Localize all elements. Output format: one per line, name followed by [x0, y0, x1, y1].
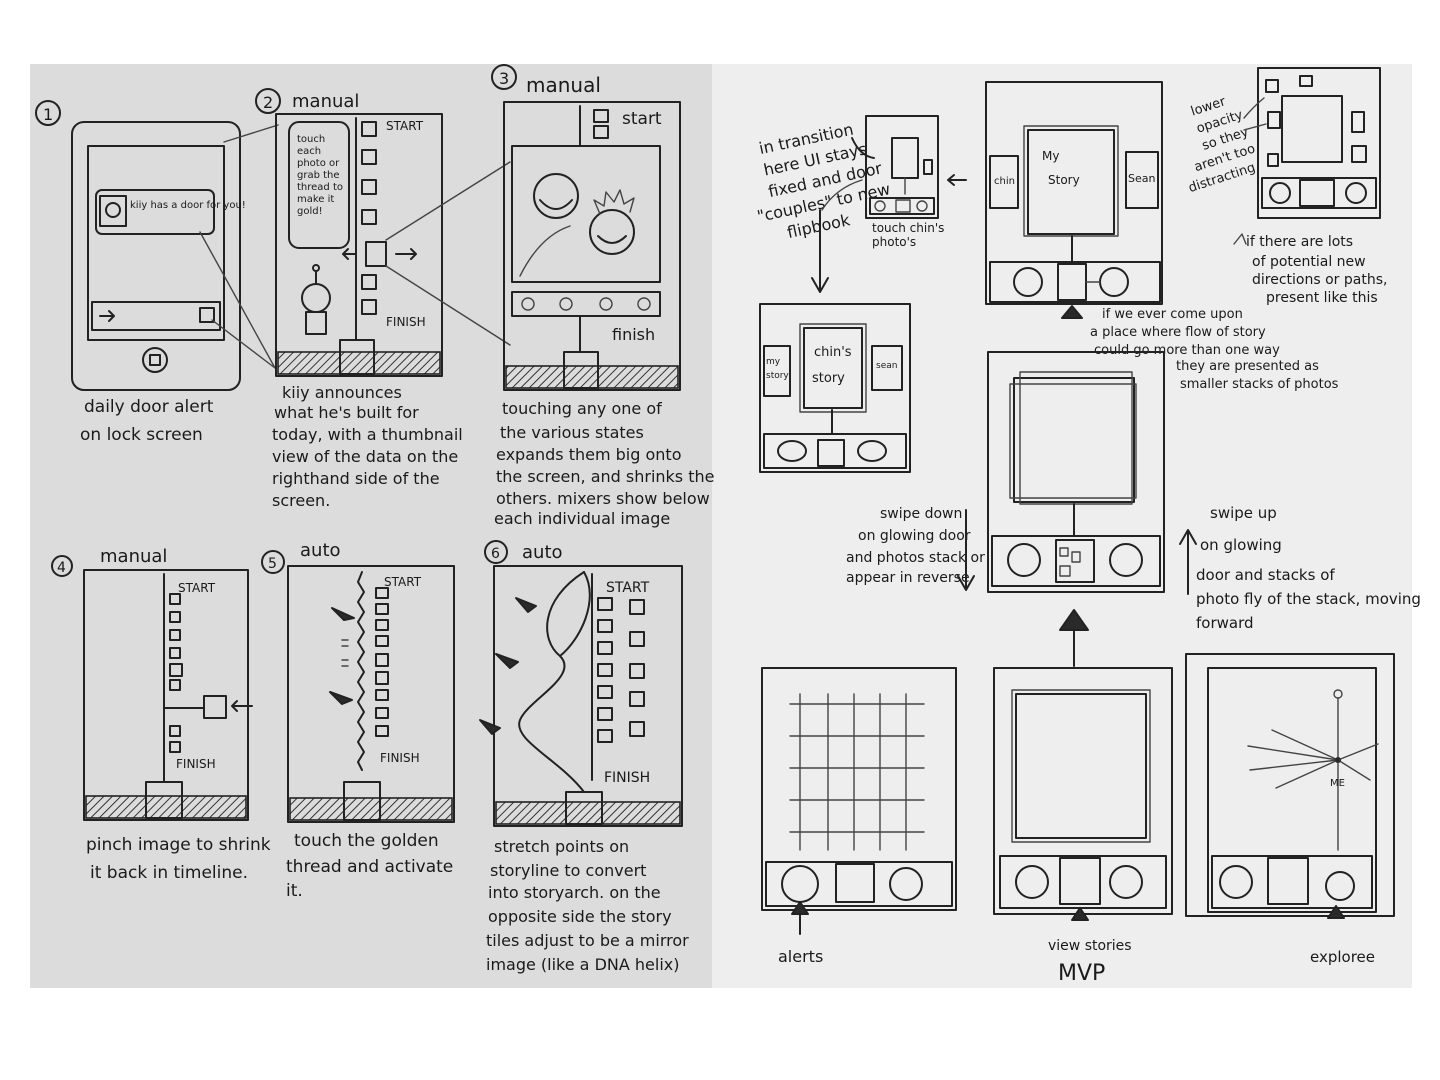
panel-2-timeline-tiles	[361, 121, 387, 315]
panel-6-finish: FINISH	[604, 770, 650, 786]
panel-2-speech: touch each photo or grab the thread to m…	[297, 134, 346, 217]
alerts-grid	[789, 693, 925, 851]
swipe-down-note: swipe down on glowing door and photos st…	[846, 506, 989, 591]
panel-2-finish: FINISH	[386, 315, 426, 329]
chins-story-label: chin's story	[812, 345, 856, 386]
panel-3-caption: touching any one of the various states e…	[494, 399, 720, 528]
my-story-small-label: my story	[766, 357, 789, 381]
panel-6-start: START	[606, 580, 650, 596]
phone-my-story: My Story chin Sean	[985, 81, 1163, 305]
phone-view-stories: view stories MVP	[993, 667, 1173, 986]
panel-3-finish: finish	[612, 325, 655, 344]
chin-card-label: chin	[994, 176, 1015, 187]
panel-2-caption: kiiy announces what he's built for today…	[272, 383, 468, 510]
panel-2: 2 manual touch each photo or grab the th…	[255, 88, 468, 510]
panel-6: 6 auto START FINISH stretch points on st…	[479, 540, 694, 974]
panel-3-mode: manual	[526, 73, 601, 97]
flow-note: if we ever come upon a place where flow …	[1090, 307, 1339, 392]
panel-3: 3 manual start finish touching any one o…	[491, 64, 720, 528]
svg-text:swipe down on glowing do: swipe down on glowing door and photos st…	[846, 506, 989, 586]
svg-text:swipe up on glowing: swipe up on glowing door and stacks of p…	[1196, 504, 1426, 632]
panel-5-caption: touch the golden thread and activate it.	[286, 831, 459, 901]
view-stories-label: view stories	[1048, 938, 1132, 954]
panel-1: 1 kiiy has a door for you! daily door al…	[35, 100, 246, 445]
left-page	[30, 64, 714, 988]
explore-label: exploree	[1310, 948, 1375, 966]
sean-small-label: sean	[876, 361, 897, 371]
phone-alerts: alerts	[761, 667, 957, 966]
phone-stacked-photos	[987, 351, 1165, 593]
svg-text:4: 4	[57, 560, 66, 576]
panel-6-mode: auto	[522, 542, 563, 563]
svg-text:3: 3	[499, 69, 509, 88]
panel-1-number: 1	[43, 105, 53, 124]
alerts-label: alerts	[778, 947, 823, 966]
panel-1-caption: daily door alert on lock screen	[80, 397, 219, 445]
panel-2-start: START	[386, 119, 424, 133]
panel-6-caption: stretch points on storyline to convert i…	[486, 837, 694, 974]
panel-1-alert-text: kiiy has a door for you!	[130, 200, 246, 211]
phone-chins-story: chin's story my story sean	[759, 303, 911, 473]
kiiy-character-illustration	[519, 173, 635, 277]
my-story-label: My Story	[1042, 149, 1080, 187]
panel-5-start: START	[384, 575, 422, 589]
me-label: ME	[1330, 778, 1345, 789]
panel-4-caption: pinch image to shrink it back in timelin…	[86, 835, 276, 883]
svg-text:5: 5	[268, 556, 277, 572]
paths-note: if there are lots of potential new direc…	[1246, 234, 1392, 306]
sean-card-label: Sean	[1128, 172, 1155, 185]
swipe-up-note: swipe up on glowing door and stacks of p…	[1179, 504, 1426, 632]
panel-4-mode: manual	[100, 546, 167, 567]
panel-5-finish: FINISH	[380, 751, 420, 765]
svg-text:6: 6	[491, 546, 500, 562]
panel-4-finish: FINISH	[176, 757, 216, 771]
svg-text:2: 2	[263, 93, 273, 112]
mvp-label: MVP	[1058, 961, 1105, 986]
touch-chin-note: touch chin's photo's	[872, 221, 948, 249]
explore-paths	[1247, 729, 1379, 789]
panel-2-mode: manual	[292, 91, 359, 112]
panel-4: 4 manual START FINISH pinch image to shr…	[51, 546, 276, 883]
panel-3-start: start	[622, 109, 662, 129]
panel-4-start: START	[178, 581, 216, 595]
panel-5-mode: auto	[300, 540, 341, 561]
phone-touch-chin: touch chin's photo's	[851, 115, 967, 249]
phone-explore: ME exploree	[1185, 653, 1395, 966]
panel-5: 5 auto START FINISH touch the golden thr…	[261, 540, 459, 901]
